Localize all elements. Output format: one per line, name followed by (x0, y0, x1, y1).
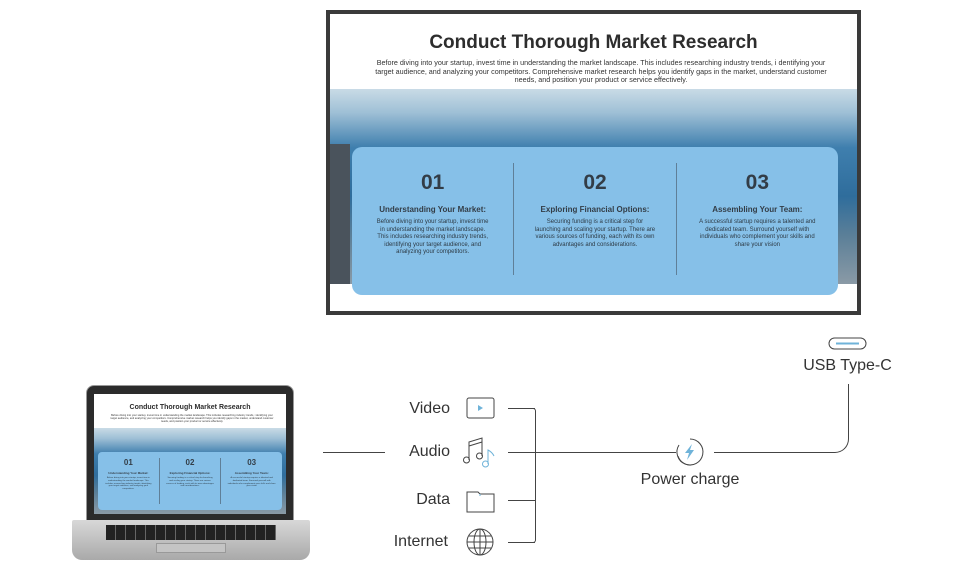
laptop-base (72, 520, 310, 560)
folder-icon (466, 491, 495, 513)
video-icon (466, 397, 495, 419)
audio-icon (463, 437, 495, 468)
slide: Conduct Thorough Market Research Before … (330, 14, 857, 311)
step-3: 03 Assembling Your Team: A successful st… (675, 163, 838, 275)
usb-c-icon (828, 337, 867, 350)
video-label: Video (409, 400, 450, 417)
audio-label: Audio (409, 443, 450, 460)
step-heading: Exploring Financial Options: (169, 471, 211, 475)
slide-intro: Before diving into your startup, invest … (375, 58, 827, 84)
steps-card: 01 Understanding Your Market: Before div… (352, 147, 838, 295)
trackpad (156, 543, 226, 553)
step-2: 02 Exploring Financial Options: Securing… (513, 163, 675, 275)
step-number: 02 (583, 171, 607, 194)
step-heading: Understanding Your Market: (108, 471, 149, 475)
step-number: 03 (247, 458, 257, 467)
keyboard (106, 525, 276, 540)
step-text: Securing funding is a critical step for … (166, 477, 214, 488)
step-text: A successful startup requires a talented… (227, 477, 276, 488)
step-number: 01 (420, 171, 445, 194)
step-heading: Assembling Your Team: (712, 205, 803, 214)
step-heading: Understanding Your Market: (379, 205, 487, 214)
step-number: 01 (123, 458, 133, 467)
step-heading: Assembling Your Team: (234, 471, 269, 475)
laptop-slide-intro: Before diving into your startup, invest … (110, 414, 274, 423)
power-charge-label: Power charge (640, 471, 740, 488)
globe-icon (466, 528, 494, 556)
usb-type-c-label: USB Type-C (803, 357, 892, 374)
step-number: 02 (185, 458, 195, 467)
internet-label: Internet (393, 533, 448, 550)
step-text: Before diving into your startup, invest … (376, 219, 489, 255)
step-number: 03 (745, 171, 769, 194)
slide-title: Conduct Thorough Market Research (429, 32, 758, 53)
step-text: A successful startup requires a talented… (699, 219, 816, 248)
laptop: Conduct Thorough Market Research Before … (86, 385, 294, 525)
step-1: 01 Understanding Your Market: Before div… (352, 163, 513, 275)
step-text: Before diving into your startup, invest … (105, 477, 152, 491)
power-charge-icon (676, 438, 704, 466)
step-text: Securing funding is a critical step for … (534, 219, 656, 248)
laptop-slide-title: Conduct Thorough Market Research (129, 404, 251, 411)
data-label: Data (416, 491, 450, 508)
monitor: Conduct Thorough Market Research Before … (326, 10, 861, 315)
step-heading: Exploring Financial Options: (540, 205, 650, 214)
laptop-slide: Conduct Thorough Market Research Before … (94, 394, 286, 514)
